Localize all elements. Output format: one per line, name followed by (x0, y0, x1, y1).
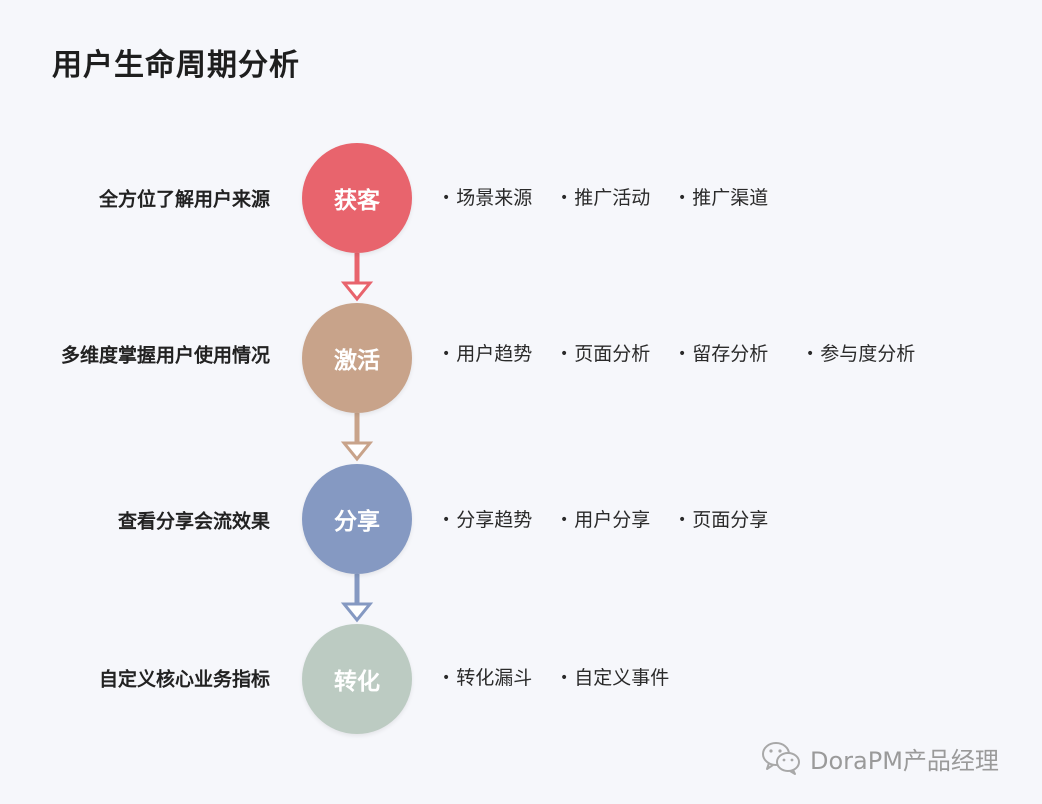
feature-item: •用户趋势 (442, 343, 533, 365)
stage-description: 查看分享会流效果 (117, 510, 270, 533)
arrow-3 (340, 574, 374, 623)
feature-label: 用户分享 (574, 509, 651, 531)
stage-description: 全方位了解用户来源 (98, 188, 270, 211)
stage-description: 多维度掌握用户使用情况 (60, 344, 270, 367)
feature-label: 自定义事件 (574, 667, 670, 689)
watermark: DoraPM产品经理 (760, 740, 999, 776)
feature-item: •自定义事件 (560, 667, 670, 689)
stage-circle-acquisition: 获客 (302, 143, 412, 253)
page-title: 用户生命周期分析 (52, 48, 300, 83)
feature-item: •用户分享 (560, 509, 651, 531)
feature-label: 推广渠道 (692, 187, 769, 209)
feature-label: 分享趋势 (456, 509, 533, 531)
feature-item: •留存分析 (678, 343, 769, 365)
feature-label: 推广活动 (574, 187, 651, 209)
feature-item: •页面分享 (678, 509, 769, 531)
feature-label: 转化漏斗 (456, 667, 533, 689)
feature-label: 参与度分析 (820, 343, 916, 365)
feature-item: •转化漏斗 (442, 667, 533, 689)
wechat-icon (762, 742, 800, 775)
stage-description: 自定义核心业务指标 (98, 668, 270, 691)
stage-circle-activation: 激活 (302, 303, 412, 413)
feature-item: •页面分析 (560, 343, 651, 365)
watermark-text: DoraPM产品经理 (810, 746, 999, 775)
feature-item: •分享趋势 (442, 509, 533, 531)
feature-label: 用户趋势 (456, 343, 533, 365)
arrow-2 (340, 413, 374, 462)
feature-item: •场景来源 (442, 187, 533, 209)
feature-item: •推广渠道 (678, 187, 769, 209)
feature-label: 留存分析 (692, 343, 769, 365)
arrow-1 (340, 253, 374, 302)
feature-label: 页面分享 (692, 509, 769, 531)
feature-label: 页面分析 (574, 343, 651, 365)
feature-item: •推广活动 (560, 187, 651, 209)
feature-item: •参与度分析 (806, 343, 916, 365)
stage-circle-sharing: 分享 (302, 464, 412, 574)
stage-circle-conversion: 转化 (302, 624, 412, 734)
feature-label: 场景来源 (456, 187, 533, 209)
